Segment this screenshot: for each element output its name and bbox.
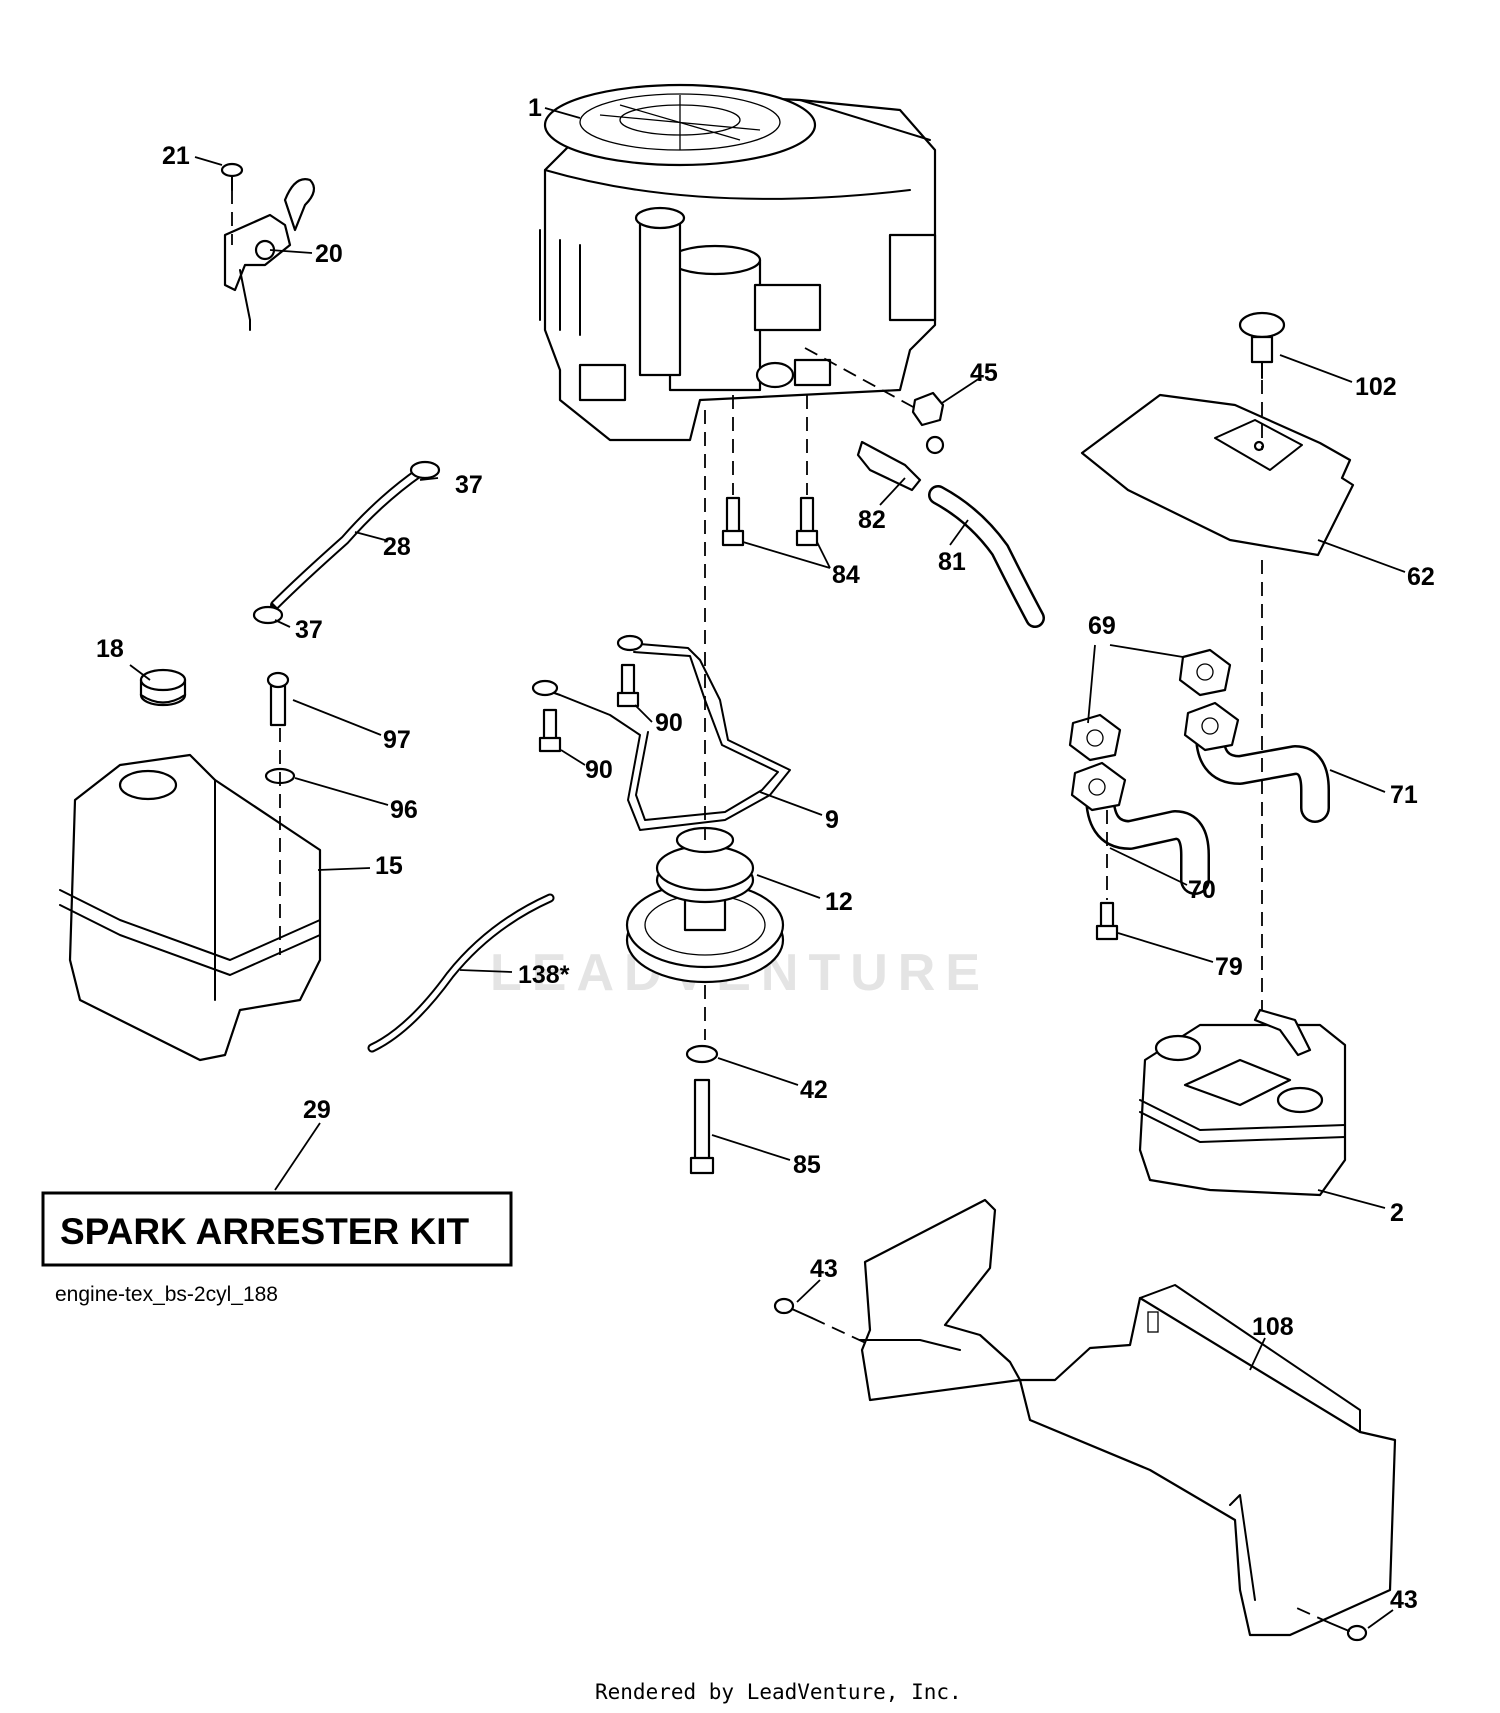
pulley-12-part <box>625 826 785 984</box>
mounting-bracket-108-part <box>859 1198 1397 1637</box>
callout-90-left: 90 <box>585 756 613 784</box>
bolt-43-upper <box>773 1297 813 1319</box>
callout-96: 96 <box>390 796 418 824</box>
screw-102-part <box>1238 311 1286 379</box>
alignment-lines <box>231 190 1331 1624</box>
callout-15: 15 <box>375 852 403 880</box>
callout-29: 29 <box>303 1096 331 1124</box>
bolt-79-part <box>1095 901 1119 941</box>
callout-97: 97 <box>383 726 411 754</box>
callout-71: 71 <box>1390 781 1418 809</box>
callout-82: 82 <box>858 506 886 534</box>
callout-labels: 1 21 20 45 102 37 28 82 81 84 62 37 69 1… <box>96 94 1435 1614</box>
washer-42-part <box>685 1044 719 1064</box>
bolt-90-left <box>538 708 562 753</box>
callout-9: 9 <box>825 806 839 834</box>
callout-81: 81 <box>938 548 966 576</box>
fuel-tank-part <box>59 753 322 1062</box>
gasket-69-upper <box>1178 648 1232 697</box>
screw-97-part <box>266 671 290 727</box>
engine-part <box>539 83 937 442</box>
callout-62: 62 <box>1407 563 1435 591</box>
diagram-code: engine-tex_bs-2cyl_188 <box>55 1283 278 1306</box>
hose-clamp-37-top <box>409 460 441 480</box>
exhaust-pipe-70-part <box>1070 761 1210 895</box>
leader-lines <box>129 107 1406 1629</box>
callout-12: 12 <box>825 888 853 916</box>
nut-45-part <box>911 391 945 427</box>
callout-43-upper: 43 <box>810 1255 838 1283</box>
callout-79: 79 <box>1215 953 1243 981</box>
callout-21: 21 <box>162 142 190 170</box>
callout-108: 108 <box>1252 1313 1294 1341</box>
callout-1: 1 <box>528 94 542 122</box>
bracket-9-part <box>531 634 791 831</box>
spark-arrester-kit-box: SPARK ARRESTER KIT <box>41 1191 513 1267</box>
fuel-line-138-part <box>367 893 555 1053</box>
heat-shield-62-part <box>1080 393 1355 557</box>
hose-81-part <box>928 485 1045 628</box>
spark-arrester-kit-label: SPARK ARRESTER KIT <box>60 1211 469 1252</box>
fuel-cap-part <box>139 668 187 707</box>
bolt-84-right <box>795 496 819 547</box>
bolt-43-lower <box>1329 1622 1368 1642</box>
footer-credit: Rendered by LeadVenture, Inc. <box>595 1680 962 1704</box>
callout-85: 85 <box>793 1151 821 1179</box>
callout-18: 18 <box>96 635 124 663</box>
callout-2: 2 <box>1390 1199 1404 1227</box>
hose-clamp-37-bottom <box>252 605 284 625</box>
bolt-21-part <box>220 162 244 191</box>
callout-43-lower: 43 <box>1390 1586 1418 1614</box>
callout-70: 70 <box>1188 876 1216 904</box>
exhaust-pipe-71-part <box>1183 701 1330 823</box>
gasket-69-lower <box>1068 713 1122 762</box>
muffler-part <box>1138 1008 1347 1197</box>
callout-84: 84 <box>832 561 860 589</box>
bolt-90-right <box>616 663 640 708</box>
callout-102: 102 <box>1355 373 1397 401</box>
bolt-85-part <box>689 1078 715 1175</box>
callout-69: 69 <box>1088 612 1116 640</box>
fuel-hose-28-part <box>270 467 425 610</box>
callout-37-bottom: 37 <box>295 616 323 644</box>
bolt-84-left <box>721 496 745 547</box>
callout-37-top: 37 <box>455 471 483 499</box>
callout-138: 138* <box>518 961 570 989</box>
callout-90-right: 90 <box>655 709 683 737</box>
callout-45: 45 <box>970 359 998 387</box>
callout-20: 20 <box>315 240 343 268</box>
throttle-control-part <box>223 178 316 331</box>
callout-28: 28 <box>383 533 411 561</box>
callout-42: 42 <box>800 1076 828 1104</box>
